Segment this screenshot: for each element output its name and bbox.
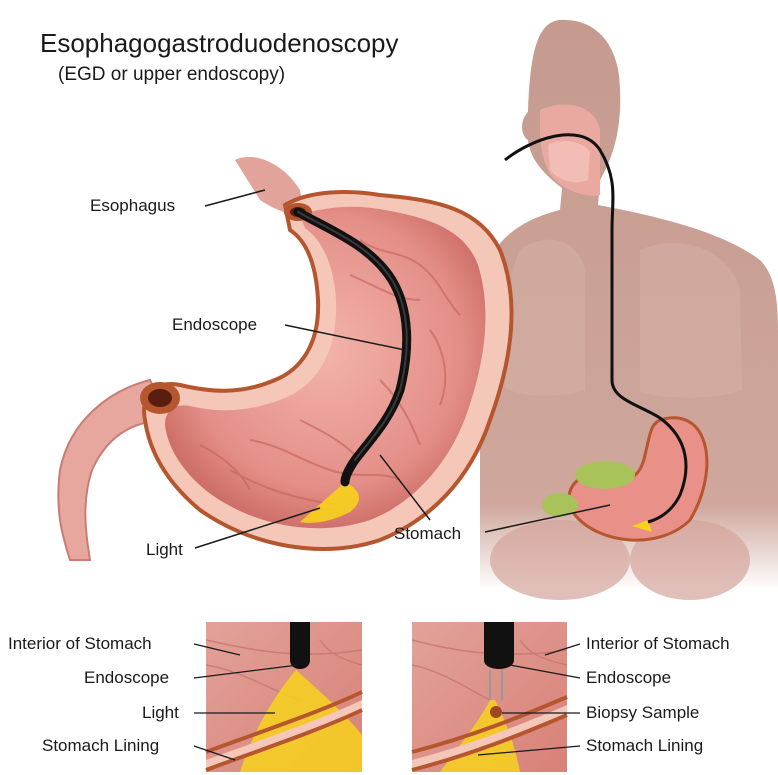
inset-right-label-biopsy: Biopsy Sample: [586, 703, 699, 723]
label-light: Light: [146, 540, 183, 560]
inset-left-label-interior: Interior of Stomach: [8, 634, 152, 654]
inset-left-label-endoscope: Endoscope: [84, 668, 169, 688]
inset-right-label-interior: Interior of Stomach: [586, 634, 730, 654]
inset-right-label-endoscope: Endoscope: [586, 668, 671, 688]
label-endoscope: Endoscope: [172, 315, 257, 335]
large-stomach: [58, 157, 511, 560]
body-silhouette: [480, 20, 778, 600]
label-esophagus: Esophagus: [90, 196, 175, 216]
inset-left: [206, 622, 362, 772]
diagram-title: Esophagogastroduodenoscopy: [40, 28, 399, 59]
label-stomach: Stomach: [394, 524, 461, 544]
inset-right-label-lining: Stomach Lining: [586, 736, 703, 756]
inset-left-label-light: Light: [142, 703, 179, 723]
inset-left-label-lining: Stomach Lining: [42, 736, 159, 756]
diagram-subtitle: (EGD or upper endoscopy): [58, 64, 285, 86]
